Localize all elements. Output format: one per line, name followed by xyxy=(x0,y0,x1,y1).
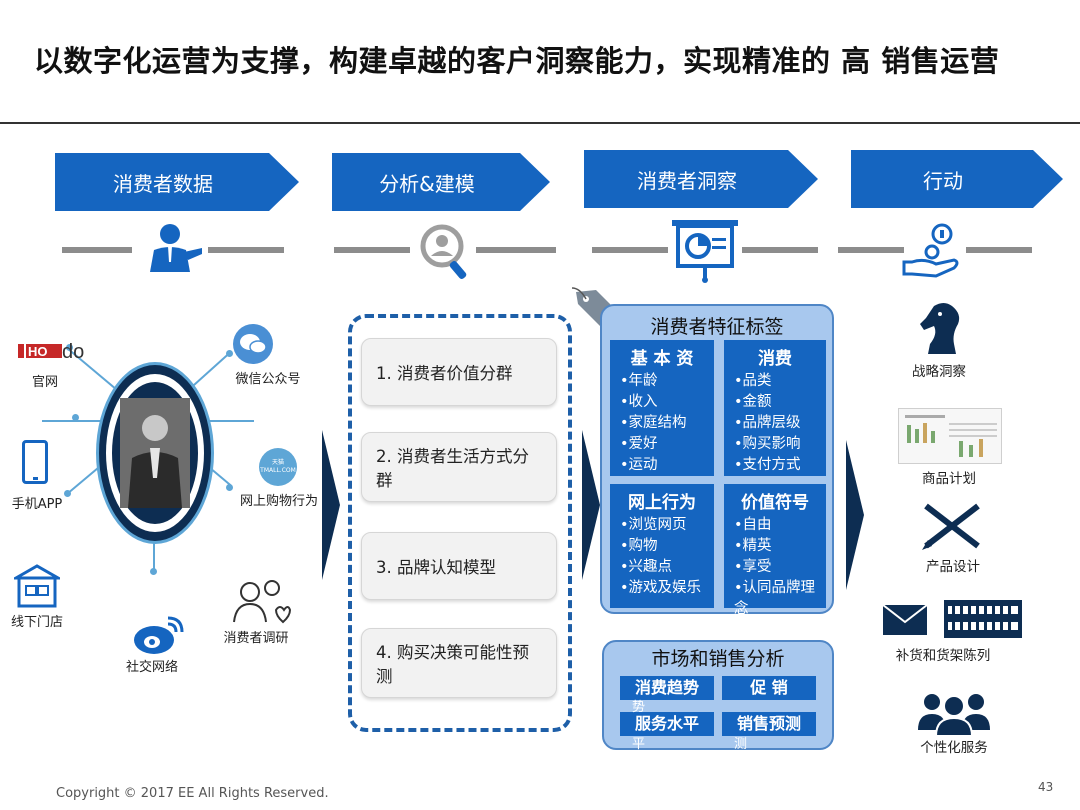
tag-item: •家庭结构 xyxy=(620,415,687,431)
tag-item: •运动 xyxy=(620,457,658,473)
action-label-merchandise-plan: 商品计划 xyxy=(922,471,976,487)
tag-item: •游戏及娱乐 xyxy=(620,580,702,596)
tag-cell-header: 网上行为 xyxy=(628,493,696,513)
hodo-logo: HO do xyxy=(18,340,102,363)
people-group-icon xyxy=(916,690,992,737)
source-label-survey: 消费者调研 xyxy=(223,631,289,646)
tag-item: •收入 xyxy=(620,394,658,410)
spoke-dot xyxy=(66,344,73,351)
spoke-dot xyxy=(64,490,71,497)
tag-cell-header: 基 本 资 xyxy=(630,349,694,369)
market-item-trend: 消费趋势 xyxy=(620,676,714,700)
tag-cell-value-symbol: 价值符号 •自由 •精英 •享受 •认同品牌理念 xyxy=(724,484,826,617)
tag-item: •金额 xyxy=(734,394,772,410)
analysis-step-4: 4. 购买决策可能性预测 xyxy=(361,628,557,698)
tag-item: •兴趣点 xyxy=(620,559,673,575)
connector-line xyxy=(742,247,818,253)
market-item-promotion: 促 销 xyxy=(722,676,816,700)
tag-item: •购物 xyxy=(620,538,658,554)
ghost-text: 势 xyxy=(632,700,646,715)
tag-item: •爱好 xyxy=(620,436,658,452)
page-number: 43 xyxy=(1038,780,1054,794)
flow-arrow xyxy=(322,430,340,580)
stage-analysis-modeling: 分析&建模 xyxy=(332,153,550,211)
spoke-dot xyxy=(72,414,79,421)
flow-arrow xyxy=(582,430,600,580)
connector-line xyxy=(838,247,904,253)
consumer-tags-title: 消费者特征标签 xyxy=(650,316,784,338)
action-label-personalized-service: 个性化服务 xyxy=(920,740,988,756)
tag-cell-online-behavior: 网上行为 •浏览网页 •购物 •兴趣点 •游戏及娱乐 xyxy=(610,484,714,608)
weibo-icon xyxy=(132,612,186,658)
svg-text:HO: HO xyxy=(28,344,48,359)
source-label-online-shopping: 网上购物行为 xyxy=(240,494,319,509)
connector-line xyxy=(62,247,132,253)
pen-tools-icon xyxy=(920,500,984,552)
svg-text:do: do xyxy=(62,341,84,362)
source-label-website: 官网 xyxy=(31,375,58,390)
tag-item: •支付方式 xyxy=(734,457,801,473)
tag-item: •自由 xyxy=(734,517,772,533)
presentation-board-icon xyxy=(670,216,740,284)
tag-item: •享受 xyxy=(734,559,772,575)
envelope-icon xyxy=(882,604,928,636)
merchandise-plan-thumbnail xyxy=(898,408,1002,464)
tag-item: •年龄 xyxy=(620,373,658,389)
ghost-text: 平 xyxy=(632,737,646,752)
tag-item: •精英 xyxy=(734,538,772,554)
stage-action: 行动 xyxy=(851,150,1063,208)
tag-cell-consumption: 消费 •品类 •金额 •品牌层级 •购买影响 •支付方式 xyxy=(724,340,826,476)
market-item-sales-forecast: 销售预测 xyxy=(722,712,816,736)
stage-consumer-insight: 消费者洞察 xyxy=(584,150,818,208)
shelf-display-icon xyxy=(944,600,1022,638)
title-divider xyxy=(0,122,1080,124)
flow-arrow xyxy=(846,440,864,590)
tag-item: •浏览网页 xyxy=(620,517,687,533)
connector-line xyxy=(592,247,668,253)
tag-cell-header: 价值符号 xyxy=(741,493,809,513)
tag-item: •品类 xyxy=(734,373,772,389)
market-sales-title: 市场和销售分析 xyxy=(651,648,785,670)
connector-line xyxy=(966,247,1032,253)
spoke-dot xyxy=(226,350,233,357)
source-label-social: 社交网络 xyxy=(125,660,178,675)
tag-cell-header: 消费 xyxy=(758,349,792,369)
spoke-dot xyxy=(226,484,233,491)
store-icon xyxy=(10,564,64,608)
analysis-step-1: 1. 消费者价值分群 xyxy=(361,338,557,406)
action-label-strategy: 战略洞察 xyxy=(912,364,966,380)
action-label-replenishment: 补货和货架陈列 xyxy=(895,648,991,664)
source-label-wechat: 微信公众号 xyxy=(235,372,301,387)
chess-knight-icon xyxy=(916,300,968,356)
action-label-product-design: 产品设计 xyxy=(926,559,980,575)
connector-line xyxy=(334,247,410,253)
spoke-dot xyxy=(150,568,157,575)
connector-line xyxy=(476,247,556,253)
consumer-portrait xyxy=(120,398,190,508)
tag-item: •品牌层级 xyxy=(734,415,801,431)
analysis-step-3: 3. 品牌认知模型 xyxy=(361,532,557,600)
copyright-footer: Copyright © 2017 EE All Rights Reserved. xyxy=(56,786,329,801)
tag-cell-basic: 基 本 资 •年龄 •收入 •家庭结构 •爱好 •运动 xyxy=(610,340,714,476)
magnifier-user-icon xyxy=(418,222,472,282)
page-title: 以数字化运营为支撑，构建卓越的客户洞察能力，实现精准的 高 销售运营 xyxy=(34,44,1000,78)
survey-people-icon xyxy=(232,578,292,624)
source-label-offline-store: 线下门店 xyxy=(10,615,63,630)
source-label-app: 手机APP xyxy=(11,497,63,512)
wechat-icon xyxy=(233,324,273,364)
tag-item: •购买影响 xyxy=(734,436,801,452)
tag-item: •认同品牌理念 xyxy=(734,580,816,617)
market-item-service-level: 服务水平 xyxy=(620,712,714,736)
phone-icon xyxy=(22,440,48,484)
stage-consumer-data: 消费者数据 xyxy=(55,153,299,211)
analysis-step-2: 2. 消费者生活方式分群 xyxy=(361,432,557,502)
person-icon xyxy=(144,222,206,274)
analysis-steps-container xyxy=(348,314,572,732)
hand-coin-icon xyxy=(902,222,964,282)
ghost-text: 测 xyxy=(734,737,748,752)
tmall-icon: 天猫 TMALL.COM xyxy=(259,448,297,486)
connector-line xyxy=(208,247,284,253)
